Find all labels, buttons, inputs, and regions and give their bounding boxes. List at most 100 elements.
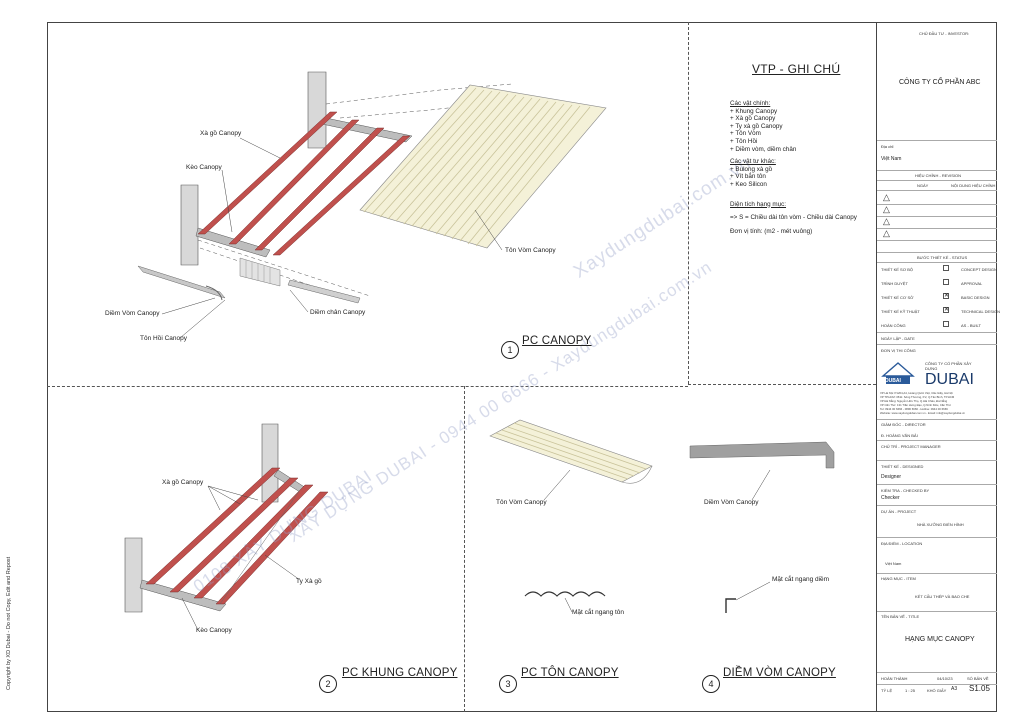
- notes-other-item: + Vít bắn tôn: [730, 173, 766, 181]
- divider-vertical-top: [688, 22, 689, 384]
- status-label: BƯỚC THIẾT KẾ - STATUS: [917, 255, 968, 260]
- divider-vertical-bottom: [464, 386, 465, 712]
- office-line: VP Đà Nẵng: Nguyễn Hữu Thọ, Q.Hải Châu, …: [880, 399, 948, 403]
- office-line: Website: www.xaydungdubai.com.vn - Email…: [880, 411, 966, 415]
- office-line: VP Hà Nội: P1204,A4, Hoàng Quốc Việt, Cầ…: [880, 391, 953, 395]
- divider-horizontal-left: [47, 386, 688, 387]
- item-label: HẠNG MỤC - ITEM: [881, 576, 916, 581]
- office-line: VP TP.HCM: 08 Đ. Sông Thương, P.2, Q.Tân…: [880, 395, 955, 399]
- revision-label: HIỆU CHỈNH - REVISION: [915, 173, 962, 178]
- notes-main-item: + Tôn Hồi: [730, 137, 758, 145]
- notes-main-item: + Xà gồ Canopy: [730, 115, 776, 123]
- company-logo: [881, 362, 915, 384]
- checker-label: KIỂM TRA - CHECKED BY: [881, 488, 930, 493]
- investor-name: CÔNG TY CỔ PHẦN ABC: [899, 79, 981, 86]
- view3-drawing: [489, 419, 653, 613]
- notes-other-item: + Bulong xà gồ: [730, 165, 773, 173]
- status-vn: THIẾT KẾ KỸ THUẬT: [881, 309, 920, 314]
- location-value: Việt Nam: [885, 561, 902, 566]
- notes-block: Các vật chính: + Khung Canopy + Xà gồ Ca…: [730, 100, 857, 235]
- sheet-no-label: SỐ BẢN VẼ: [967, 676, 989, 681]
- label-keo-v1: Kèo Canopy: [186, 164, 222, 171]
- view3-number: 3: [499, 675, 517, 693]
- project-name: NHÀ XƯỞNG ĐIỂN HÌNH: [917, 522, 964, 527]
- paper-value: A3: [951, 686, 958, 692]
- sheet-number: S1.05: [969, 684, 990, 693]
- status-checkbox[interactable]: [943, 321, 949, 327]
- view4-drawing: [689, 441, 835, 613]
- view2-drawing: [124, 423, 329, 631]
- status-en: BASIC DESIGN: [961, 295, 990, 300]
- label-diemvom-v1: Diềm Vòm Canopy: [105, 310, 160, 317]
- notes-title: VTP - GHI CHÚ: [752, 62, 841, 76]
- divider-horizontal-right: [688, 384, 876, 385]
- designer-name: Designer: [881, 474, 902, 480]
- label-matcat-v4: Mặt cắt ngang diềm: [772, 576, 830, 583]
- view1-drawing: [137, 71, 607, 339]
- director-name: Đ. HOÀNG VĂN BẢI: [881, 433, 918, 438]
- notes-other-item: + Keo Silicon: [730, 180, 767, 188]
- status-checkbox[interactable]: [943, 279, 949, 285]
- scale-value: 1 : 25: [905, 688, 916, 693]
- notes-other-heading: Các vật tư khác:: [730, 158, 776, 166]
- complete-label: HOÀN THÀNH: [881, 676, 908, 681]
- revision-triangle: △: [883, 204, 890, 214]
- view1-number: 1: [501, 341, 519, 359]
- revision-triangle: △: [883, 216, 890, 226]
- revision-content-header: NỘI DUNG HIỆU CHỈNH: [951, 183, 996, 188]
- revision-triangle: △: [883, 228, 890, 238]
- notes-main-item: + Khung Canopy: [730, 107, 778, 115]
- notes-main-item: + Diềm vòm, diềm chân: [730, 145, 797, 153]
- status-en: AS - BUILT: [961, 323, 981, 328]
- office-line: VP Cần Thơ: 131 Trần Hưng Đạo, Q.Ninh Ki…: [880, 403, 951, 407]
- label-diemchan-v1: Diềm chân Canopy: [310, 309, 366, 316]
- sheet-title: HẠNG MỤC CANOPY: [905, 636, 975, 643]
- drawing-frame: [47, 22, 997, 712]
- notes-main-item: + Ty xà gồ Canopy: [730, 122, 783, 130]
- paper-label: KHỔ GIẤY: [927, 688, 947, 693]
- status-en: TECHNICAL DESIGN: [961, 309, 1000, 314]
- status-vn: TRÌNH DUYỆT: [881, 281, 908, 286]
- label-xago-v2: Xà gồ Canopy: [162, 479, 204, 486]
- location-label: ĐỊA ĐIỂM - LOCATION: [881, 541, 923, 546]
- item-value: KẾT CẤU THÉP VÀ BAO CHE: [915, 594, 970, 599]
- notes-formula: => S = Chiều dài tôn vòm - Chiều dài Can…: [730, 214, 857, 222]
- notes-main-heading: Các vật chính:: [730, 100, 771, 107]
- copyright-text: Copyright by XD Dubai - Do not Copy, Edi…: [6, 556, 12, 690]
- contractor-label: ĐƠN VỊ THI CÔNG: [881, 348, 916, 353]
- pm-label: CHỦ TRÌ - PROJECT MANAGER: [881, 444, 941, 449]
- director-label: GIÁM ĐỐC - DIRECTOR: [881, 422, 926, 427]
- sheet-title-label: TÊN BẢN VẼ - TITLE: [881, 614, 920, 619]
- project-label: DỰ ÁN - PROJECT: [881, 509, 917, 514]
- view2-title: PC KHUNG CANOPY: [342, 667, 458, 679]
- label-keo-v2: Kèo Canopy: [196, 627, 232, 634]
- revision-triangle: △: [883, 192, 890, 202]
- view1-title: PC CANOPY: [522, 335, 592, 347]
- checker-name: Checker: [881, 495, 900, 501]
- status-checkbox-checked[interactable]: ✕: [943, 293, 950, 299]
- status-vn: HOÀN CÔNG: [881, 323, 906, 328]
- status-checkbox[interactable]: [943, 265, 949, 271]
- label-diemvom-v4: Diềm Vòm Canopy: [704, 499, 759, 506]
- status-en: APPROVAL: [961, 281, 983, 286]
- label-tonvom-v3: Tôn Vòm Canopy: [496, 499, 547, 506]
- logo-text: DUBAI: [885, 378, 901, 384]
- revision-date-header: NGÀY: [917, 183, 929, 188]
- notes-area-heading: Diện tích hạng mục:: [730, 200, 787, 208]
- label-xago-v1: Xà gồ Canopy: [200, 130, 242, 137]
- office-list: VP Hà Nội: P1204,A4, Hoàng Quốc Việt, Cầ…: [880, 391, 965, 415]
- notes-main-item: + Tôn Vòm: [730, 130, 761, 138]
- view4-number: 4: [702, 675, 720, 693]
- address-value: Việt Nam: [881, 156, 902, 162]
- label-tonhoi-v1: Tôn Hồi Canopy: [140, 335, 187, 342]
- status-vn: THIẾT KẾ SƠ BỘ: [881, 267, 914, 272]
- label-matcat-v3: Mặt cắt ngang tôn: [572, 609, 625, 616]
- investor-label: CHỦ ĐẦU TƯ - INVESTOR:: [919, 31, 970, 36]
- label-tonvom-v1: Tôn Vòm Canopy: [505, 247, 556, 254]
- label-ty-v2: Ty Xà gồ: [296, 578, 322, 585]
- status-checkbox-checked[interactable]: ✕: [943, 307, 950, 313]
- complete-date: 04/10/23: [937, 676, 953, 681]
- view3-title: PC TÔN CANOPY: [521, 667, 619, 679]
- notes-unit: Đơn vị tính: (m2 - mét vuông): [730, 227, 813, 235]
